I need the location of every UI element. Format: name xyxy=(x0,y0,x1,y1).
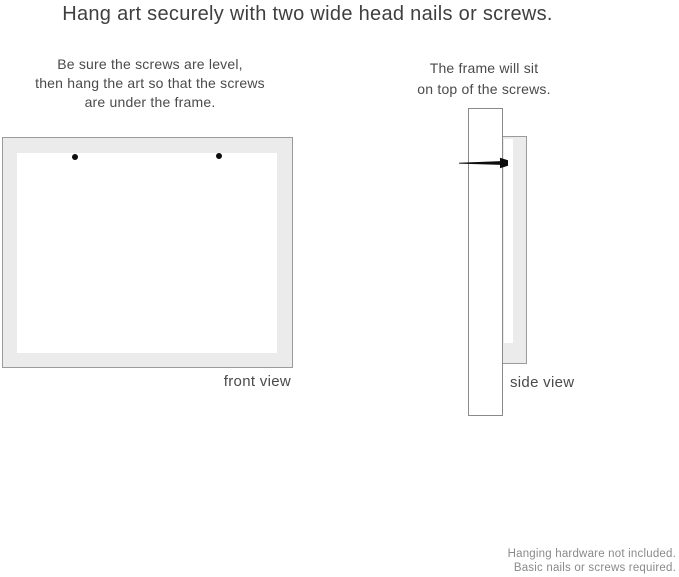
front-view-artwork-area xyxy=(17,153,277,353)
side-view-instructions: The frame will sit on top of the screws. xyxy=(384,58,584,99)
instruction-line: The frame will sit xyxy=(429,60,539,76)
front-view-instructions: Be sure the screws are level, then hang … xyxy=(0,55,300,111)
nail-head-dot xyxy=(72,154,78,160)
side-view-frame-inner-edge xyxy=(504,139,513,343)
front-view-label: front view xyxy=(223,373,291,390)
instruction-line: are under the frame. xyxy=(84,93,216,110)
instruction-line: Be sure the screws are level, xyxy=(57,56,243,72)
instruction-line: then hang the art so that the screws xyxy=(35,74,265,91)
front-view-frame xyxy=(2,137,293,368)
page-title: Hang art securely with two wide head nai… xyxy=(62,3,553,25)
nail-head-dot xyxy=(216,153,222,159)
footer-line: Hanging hardware not included. xyxy=(507,548,676,560)
footer-line: Basic nails or screws required. xyxy=(513,562,676,574)
nail-side-icon xyxy=(459,157,508,169)
footer-note: Hanging hardware not included. Basic nai… xyxy=(508,547,676,575)
side-view-wall xyxy=(468,108,503,416)
side-view-label: side view xyxy=(510,374,575,391)
instruction-line: on top of the screws. xyxy=(417,80,551,97)
